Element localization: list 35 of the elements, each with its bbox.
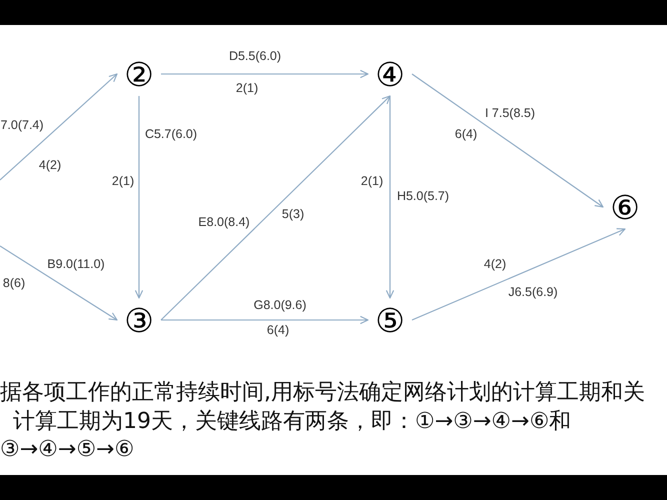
activity-label: 7.0(7.4) [0, 118, 44, 132]
duration-label: 2(1) [360, 174, 384, 188]
event-number-label: ② [121, 56, 157, 92]
arrow [412, 74, 604, 208]
arrow [412, 228, 626, 320]
activity-label: G8.0(9.6) [254, 298, 306, 312]
duration-label: 6(4) [454, 126, 478, 142]
duration-label: 4(2) [484, 256, 506, 272]
arrow [161, 316, 369, 324]
arrow [0, 246, 118, 321]
arrow [0, 73, 118, 180]
arrow [160, 95, 391, 320]
event-number-label: ③ [121, 302, 157, 338]
activity-label: J6.5(6.9) [508, 284, 558, 300]
activity-label: B9.0(11.0) [47, 256, 105, 272]
body-text-line: 据各项工作的正常持续时间,用标号法确定网络计划的计算工期和关 [0, 380, 645, 406]
event-number-label: ④ [372, 56, 408, 92]
body-text-line: ③→④→⑤→⑥ [0, 436, 134, 464]
activity-label: E8.0(8.4) [198, 214, 250, 230]
duration-label: 8(6) [2, 276, 26, 290]
body-text-line: 计算工期为19天，关键线路有两条，即：①→③→④→⑥和 [13, 408, 572, 436]
duration-label: 2(1) [112, 174, 134, 188]
arrow [161, 70, 369, 78]
event-number-label: ⑥ [607, 189, 643, 225]
activity-label: C5.7(6.0) [144, 126, 198, 142]
duration-label: 5(3) [282, 206, 304, 222]
arrow [134, 96, 144, 299]
duration-label: 4(2) [38, 158, 62, 172]
activity-label: H5.0(5.7) [396, 188, 450, 204]
event-number-label: ⑤ [372, 302, 408, 338]
activity-label: D5.5(6.0) [228, 48, 282, 64]
activity-label: I 7.5(8.5) [484, 106, 536, 120]
duration-label: 2(1) [236, 80, 258, 96]
duration-label: 6(4) [266, 322, 290, 338]
arrow [386, 96, 394, 299]
